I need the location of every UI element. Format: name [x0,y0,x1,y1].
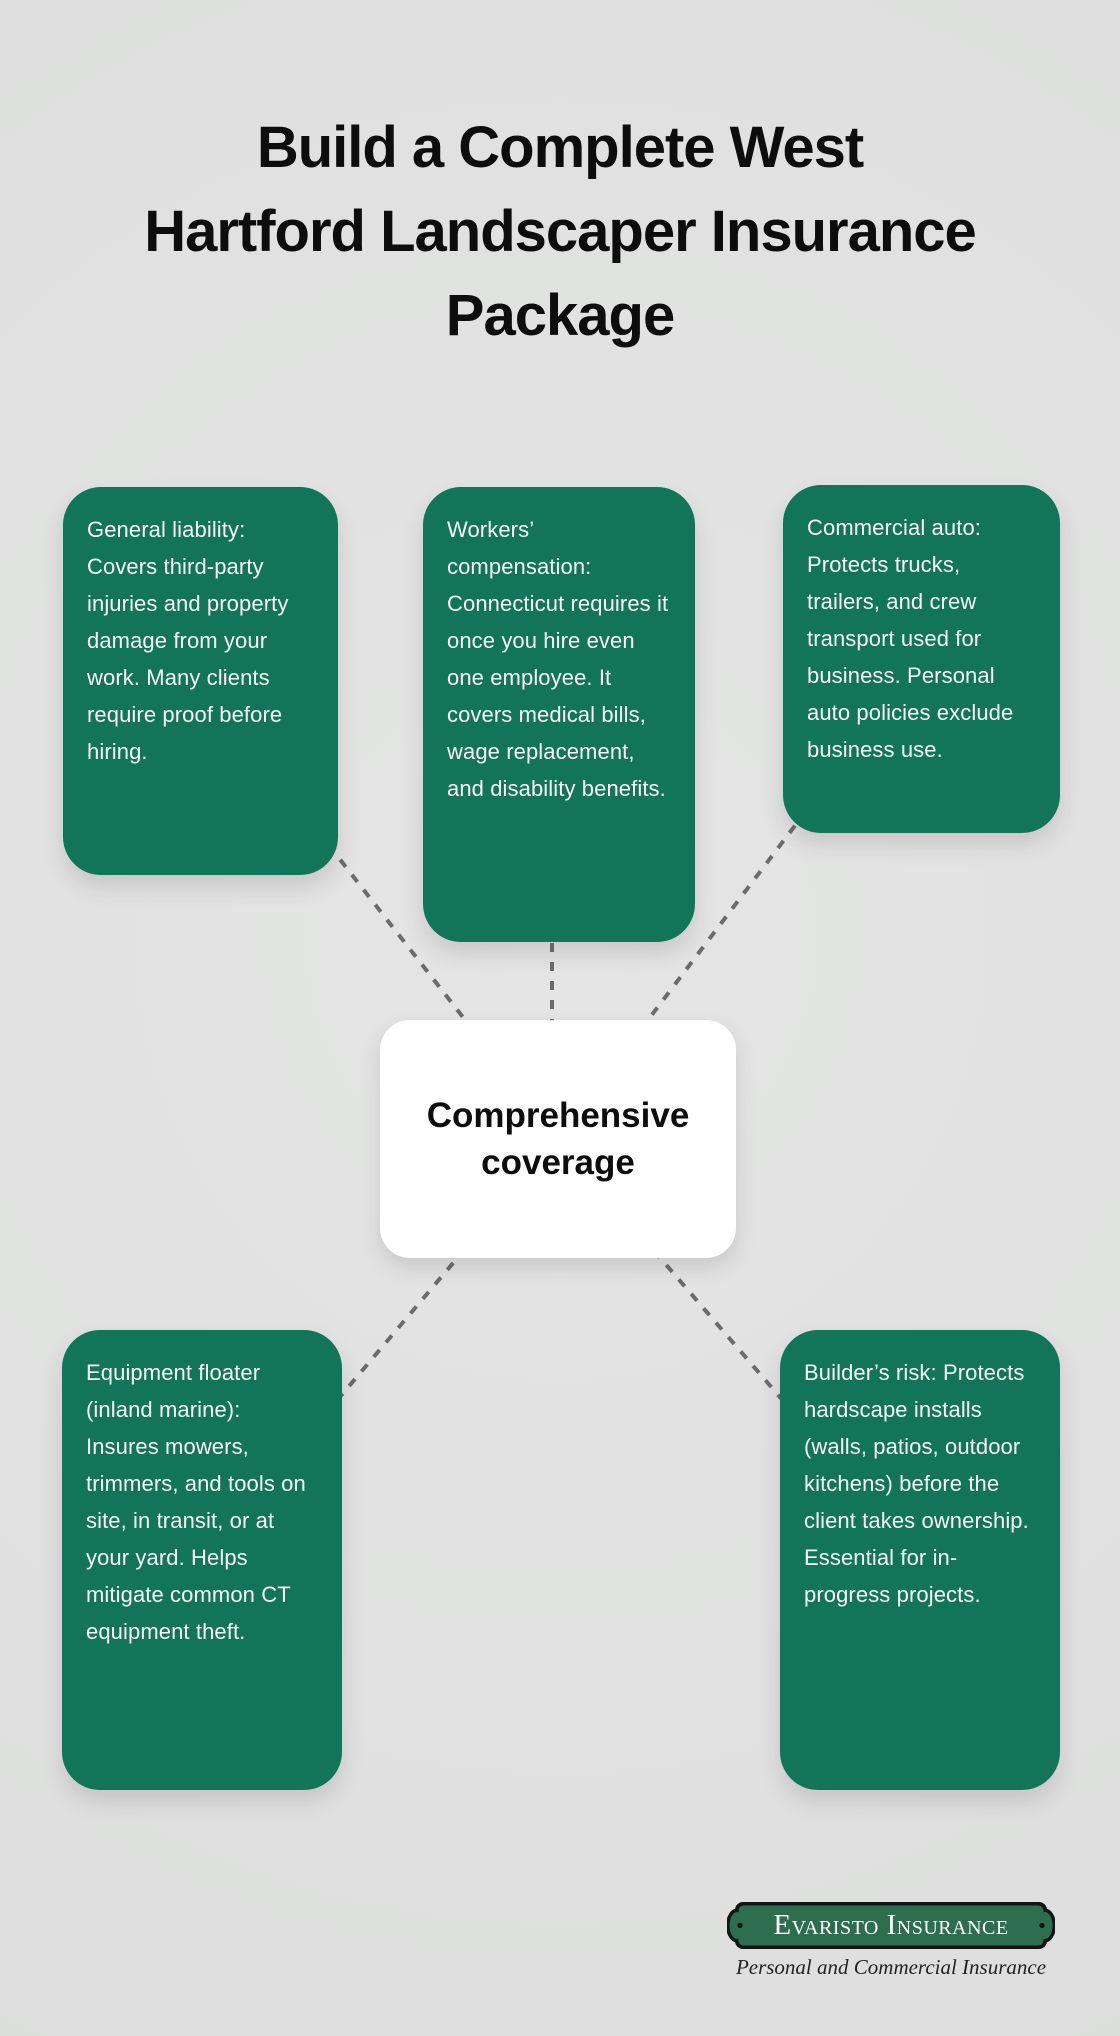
plaque-face [738,1905,1044,1946]
plaque-right-bulge-face [1037,1912,1053,1939]
plaque-left-dot [737,1922,743,1929]
title-line-2: Hartford Landscaper Insurance [144,199,977,264]
logo-plaque-shape [727,1902,1055,1949]
logo-tagline: Personal and Commercial Insurance [735,1955,1047,1979]
plaque-right-dot [1039,1922,1045,1929]
page-title: Build a Complete West Hartford Landscape… [0,106,1120,358]
node-equipment-floater-text: Equipment floater (inland marine): Insur… [86,1360,306,1644]
plaque-left-bulge-face [729,1912,745,1939]
title-line-3: Package [445,283,675,348]
logo-plaque: Evaristo Insurance [727,1901,1055,1950]
title-line-1: Build a Complete West [256,115,864,180]
node-equipment-floater: Equipment floater (inland marine): Insur… [62,1330,342,1790]
logo-wordmark: Evaristo Insurance [773,1909,1009,1941]
central-node: Comprehensive coverage [380,1020,736,1258]
node-workers-compensation: Workers’ compensation: Connecticut requi… [423,487,695,942]
node-general-liability: General liability: Covers third-party in… [63,487,338,875]
node-builders-risk: Builder’s risk: Protects hardscape insta… [780,1330,1060,1790]
node-workers-compensation-text: Workers’ compensation: Connecticut requi… [447,517,669,801]
node-commercial-auto-text: Commercial auto: Protects trucks, traile… [807,515,1014,762]
node-commercial-auto: Commercial auto: Protects trucks, traile… [783,485,1060,833]
node-builders-risk-text: Builder’s risk: Protects hardscape insta… [804,1360,1029,1607]
brand-logo: Evaristo Insurance Personal and Commerci… [727,1901,1055,1980]
central-node-label: Comprehensive coverage [426,1096,690,1182]
node-general-liability-text: General liability: Covers third-party in… [87,517,289,764]
